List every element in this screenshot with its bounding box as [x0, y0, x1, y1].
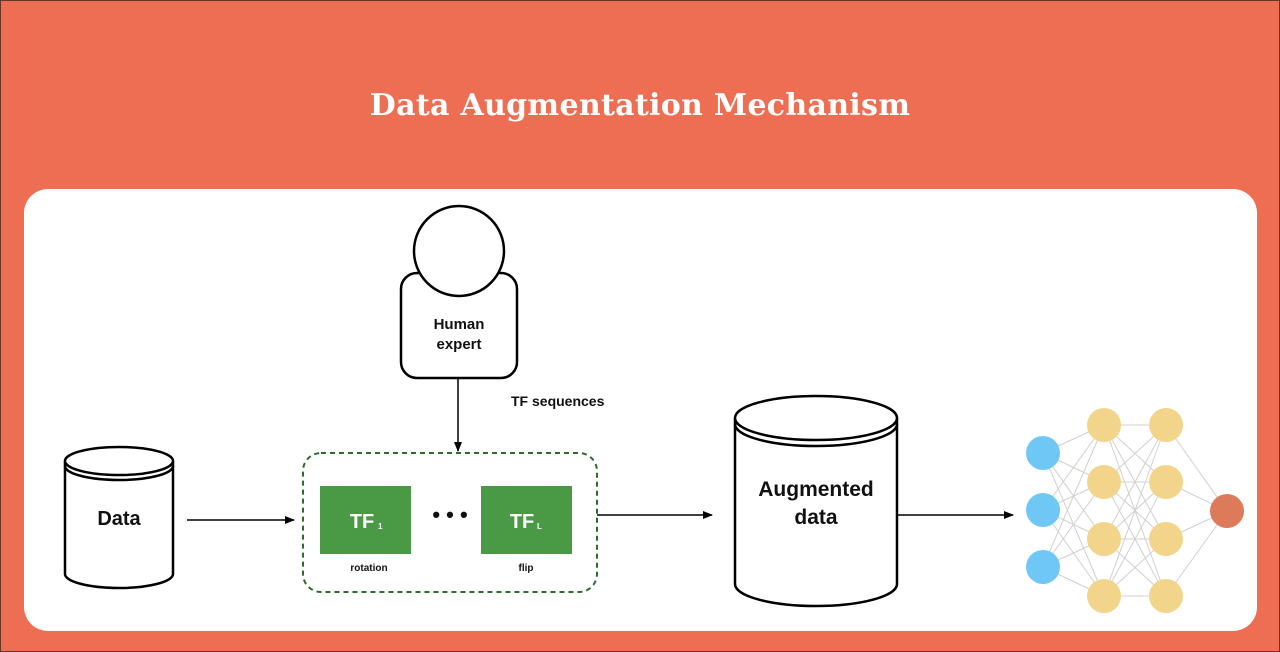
page-title: Data Augmentation Mechanism [369, 88, 911, 123]
nn-input-node [1026, 550, 1060, 584]
tf-last-caption: flip [519, 563, 534, 574]
nn-hidden1-node [1087, 522, 1121, 556]
augmented-data-cylinder: Augmented data [733, 394, 899, 608]
nn-hidden1-node [1087, 579, 1121, 613]
augmented-label-line2: data [794, 506, 838, 529]
data-cylinder: Data [63, 445, 175, 590]
human-expert: Human expert [399, 204, 519, 380]
nn-hidden2-node [1149, 465, 1183, 499]
human-expert-label-line2: expert [436, 336, 481, 353]
tf-sequences-label: TF sequences [511, 393, 605, 409]
nn-edge [1042, 424, 1105, 511]
nn-hidden1-node [1087, 465, 1121, 499]
tf-last-subscript: L [537, 522, 542, 531]
tf-first-label: TF [350, 511, 374, 533]
nn-edge [1165, 510, 1228, 597]
tf-last-label: TF [510, 511, 534, 533]
neural-network-edges [1042, 424, 1228, 597]
nn-input-node [1026, 436, 1060, 470]
nn-output-node [1210, 494, 1244, 528]
tf-sequence-container [302, 452, 598, 593]
tf-first-rect [320, 486, 411, 554]
human-expert-label-line1: Human [434, 316, 485, 333]
tf-last-box: TF L flip [481, 486, 572, 574]
tf-first-subscript: 1 [378, 522, 383, 531]
nn-edge [1103, 481, 1167, 597]
nn-edge [1042, 424, 1105, 568]
nn-edge [1103, 424, 1167, 540]
nn-hidden2-node [1149, 408, 1183, 442]
neural-network [1026, 408, 1244, 613]
tf-first-box: TF 1 rotation [320, 486, 411, 574]
tf-first-caption: rotation [350, 563, 387, 574]
nn-input-node [1026, 493, 1060, 527]
nn-edge [1042, 481, 1105, 568]
augmented-label-line1: Augmented [758, 478, 874, 501]
nn-hidden2-node [1149, 522, 1183, 556]
tf-ellipsis: • • • [432, 502, 467, 527]
data-label: Data [97, 508, 141, 530]
human-expert-head [412, 204, 506, 298]
nn-hidden1-node [1087, 408, 1121, 442]
nn-hidden2-node [1149, 579, 1183, 613]
nn-edge [1165, 424, 1228, 512]
nn-edge [1103, 424, 1167, 597]
tf-last-rect [481, 486, 572, 554]
